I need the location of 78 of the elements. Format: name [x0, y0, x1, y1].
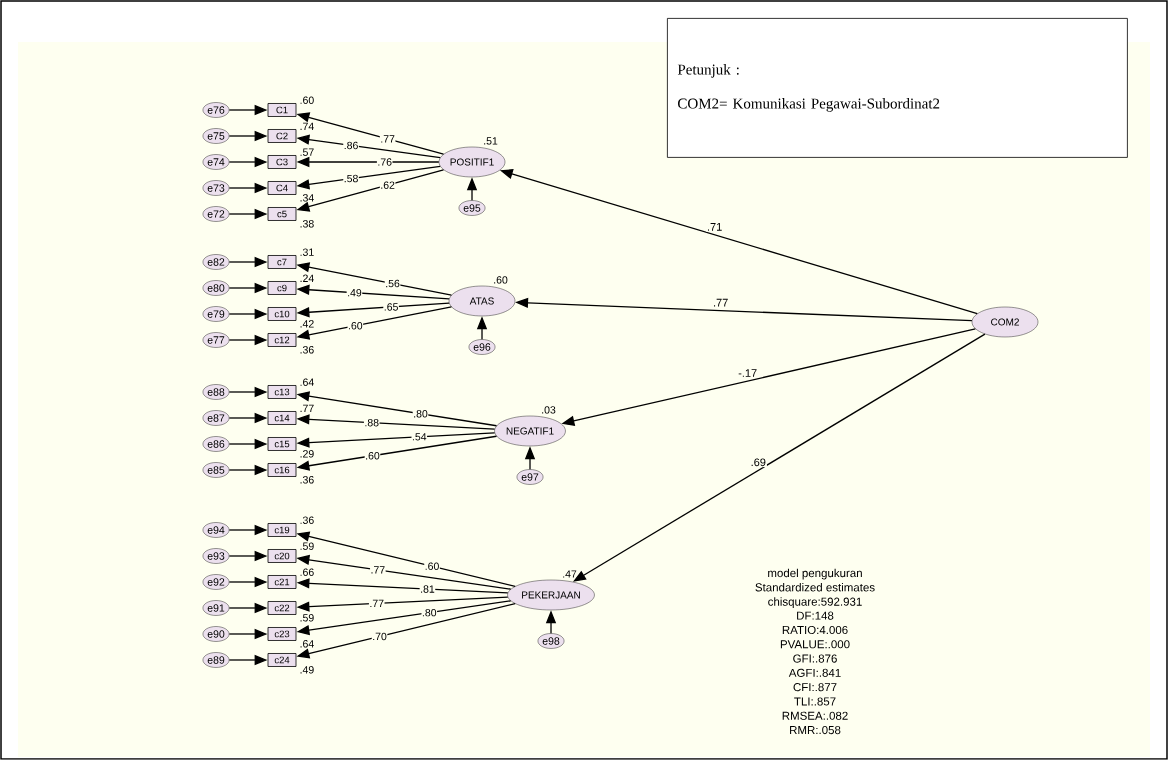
indicator-box: c15 — [267, 437, 297, 451]
edge-label: .54 — [411, 432, 428, 441]
r-squared-label: .49 — [300, 666, 314, 674]
edge-label: .81 — [419, 584, 436, 594]
r-squared-label: .60 — [494, 276, 508, 284]
r-squared-label: .36 — [300, 476, 314, 484]
indicator-box: C4 — [267, 181, 297, 195]
r-squared-label: .77 — [300, 404, 314, 412]
r-squared-label: .74 — [300, 122, 314, 130]
indicator-box: c20 — [267, 549, 297, 563]
indicator-box: C1 — [267, 103, 297, 117]
indicator-box: c5 — [267, 207, 297, 221]
edge-label: .71 — [706, 222, 724, 232]
r-squared-label: .38 — [300, 220, 314, 228]
edge-label: .56 — [384, 279, 401, 288]
r-squared-label: .64 — [300, 640, 314, 648]
r-squared-label: .59 — [300, 542, 314, 550]
r-squared-label: .60 — [300, 96, 314, 104]
indicator-box: c12 — [267, 333, 297, 347]
edge-label: .77 — [368, 599, 385, 608]
edge-label: .58 — [343, 174, 359, 183]
edge-label: .80 — [412, 409, 429, 418]
edge-label: .76 — [376, 157, 393, 167]
edge-label: .80 — [421, 608, 438, 617]
edge-label: .69 — [749, 457, 767, 468]
r-squared-label: .36 — [300, 516, 314, 524]
r-squared-label: .59 — [300, 614, 314, 622]
statistics-text: TLI:.857 — [794, 697, 836, 706]
indicator-box: c10 — [267, 307, 297, 321]
statistics-text: Standardized estimates — [755, 583, 875, 592]
r-squared-label: .03 — [542, 406, 556, 414]
statistics-text: CFI:.877 — [793, 683, 837, 692]
edge-label: .77 — [379, 134, 396, 143]
edge-label: .65 — [383, 302, 399, 312]
edge-label: .70 — [371, 632, 388, 641]
edge-label: .49 — [346, 288, 363, 297]
statistics-text: RMSEA:.082 — [782, 711, 848, 720]
indicator-box: c13 — [267, 385, 297, 399]
edge-label: .77 — [370, 565, 386, 574]
statistics-text: PVALUE:.000 — [780, 640, 850, 649]
indicator-box: c9 — [267, 281, 297, 295]
statistics-text: chisquare:592.931 — [768, 597, 862, 608]
edge-label: -.17 — [737, 368, 759, 378]
indicator-box: c19 — [267, 523, 297, 537]
statistics-text: GFI:.876 — [793, 654, 837, 663]
indicator-box: C3 — [267, 155, 297, 169]
edge-label: .77 — [712, 297, 730, 308]
indicator-box: c7 — [267, 255, 297, 269]
indicator-box: C2 — [267, 129, 297, 143]
r-squared-label: .57 — [300, 148, 314, 156]
r-squared-label: .66 — [300, 568, 314, 576]
indicator-box: c23 — [267, 627, 297, 641]
r-squared-label: .36 — [300, 346, 314, 354]
r-squared-label: .42 — [300, 320, 314, 328]
indicator-box: c24 — [267, 653, 297, 667]
statistics-text: RATIO:4.006 — [782, 625, 848, 635]
statistics-text: AGFI:.841 — [788, 668, 841, 677]
statistics-text: RMR:.058 — [790, 726, 841, 735]
r-squared-label: .34 — [300, 194, 314, 202]
indicator-box: c16 — [267, 463, 297, 477]
indicator-box: c14 — [267, 411, 297, 425]
r-squared-label: .31 — [300, 248, 314, 256]
edge-label: .62 — [379, 180, 396, 190]
edge-label: .88 — [363, 418, 380, 427]
note-box: Petunjuk : COM2= Komunikasi Pegawai-Subordinat2 — [667, 18, 1128, 158]
statistics-text: DF:148 — [797, 611, 834, 620]
r-squared-label: .64 — [300, 378, 314, 386]
edge-label: .60 — [424, 562, 440, 571]
r-squared-label: .51 — [484, 137, 498, 145]
r-squared-label: .47 — [563, 570, 577, 578]
statistics-text: model pengukuran — [768, 568, 862, 580]
indicator-box: c21 — [267, 575, 297, 589]
edge-label: .86 — [343, 141, 359, 150]
indicator-box: c22 — [267, 601, 297, 615]
edge-label: .60 — [347, 321, 364, 330]
r-squared-label: .24 — [300, 274, 314, 282]
edge-label: .60 — [364, 451, 381, 460]
r-squared-label: .29 — [300, 450, 314, 458]
